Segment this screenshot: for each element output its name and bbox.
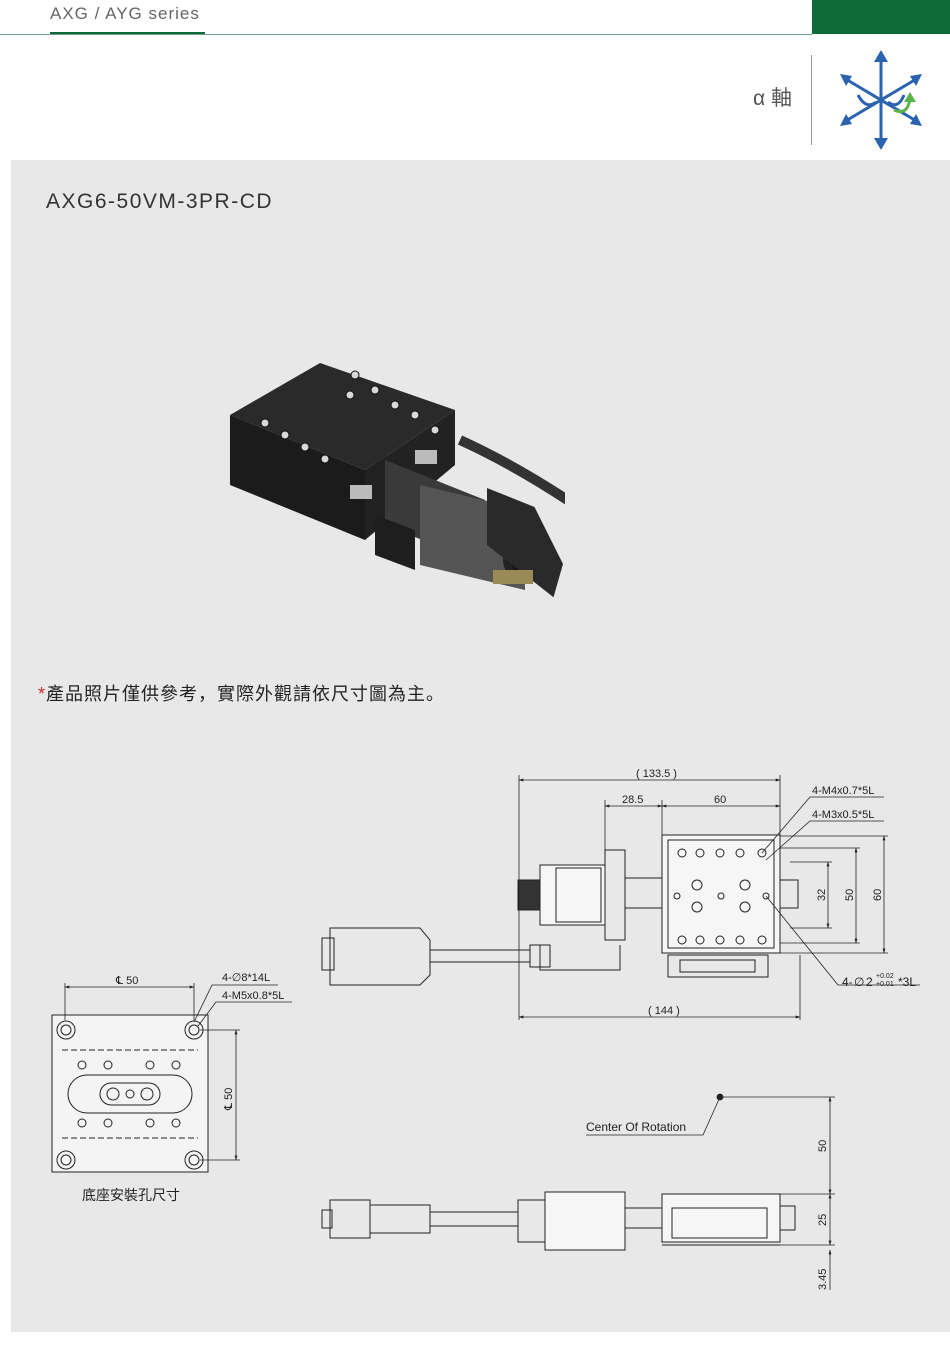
dim-hole-spacing: 32 [816, 889, 828, 901]
brand-color-block [812, 0, 950, 34]
header-rule [0, 34, 812, 35]
dim-stage-height: 25 [817, 1214, 829, 1226]
model-title: AXG6-50VM-3PR-CD [46, 190, 274, 213]
side-view [321, 1191, 796, 1251]
axis-divider [811, 55, 812, 145]
base-cl-50: ℄ 50 [115, 975, 138, 987]
dim-overall-length: ( 133.5 ) [636, 768, 677, 780]
photo-note: *產品照片僅供參考，實際外觀請依尺寸圖為主。 [38, 680, 445, 706]
dim-table-width: 60 [714, 794, 726, 806]
callout-base-counterbore: 4-∅8*14L [222, 972, 270, 984]
note-asterisk: * [38, 684, 47, 704]
callout-pin-phi: ∅ [854, 975, 864, 989]
callout-pin-dia: 2 [866, 975, 873, 989]
base-caption: 底座安裝孔尺寸 [82, 1187, 180, 1203]
base-cl-50-vertical: ℄ 50 [223, 1088, 235, 1111]
top-view [321, 834, 799, 986]
dim-h60: 60 [872, 889, 884, 901]
callout-pin-tol-upper: +0.02 [876, 973, 894, 980]
dim-base-height: 3.45 [817, 1269, 829, 1290]
series-label: AXG / AYG series [50, 4, 200, 23]
base-view [51, 983, 292, 1173]
dim-offset: 28.5 [622, 794, 643, 806]
callout-pin-tol-lower: +0.01 [876, 981, 894, 988]
dim-bottom-length: ( 144 ) [648, 1005, 680, 1017]
dim-h50: 50 [844, 889, 856, 901]
callout-base-tap: 4-M5x0.8*5L [222, 990, 284, 1002]
dim-rotation-height: 50 [817, 1140, 829, 1152]
axis-label: α 軸 [753, 87, 792, 110]
callout-m3: 4-M3x0.5*5L [812, 809, 874, 821]
callout-m4: 4-M4x0.7*5L [812, 785, 874, 797]
series-underline [50, 32, 205, 35]
six-axis-arrows-icon [840, 50, 922, 150]
callout-center-of-rotation: Center Of Rotation [586, 1120, 686, 1134]
note-text: 產品照片僅供參考，實際外觀請依尺寸圖為主。 [46, 684, 446, 704]
callout-pin-depth: *3L [898, 975, 916, 989]
callout-pin-prefix: 4- [842, 975, 853, 989]
product-photo [230, 363, 565, 598]
